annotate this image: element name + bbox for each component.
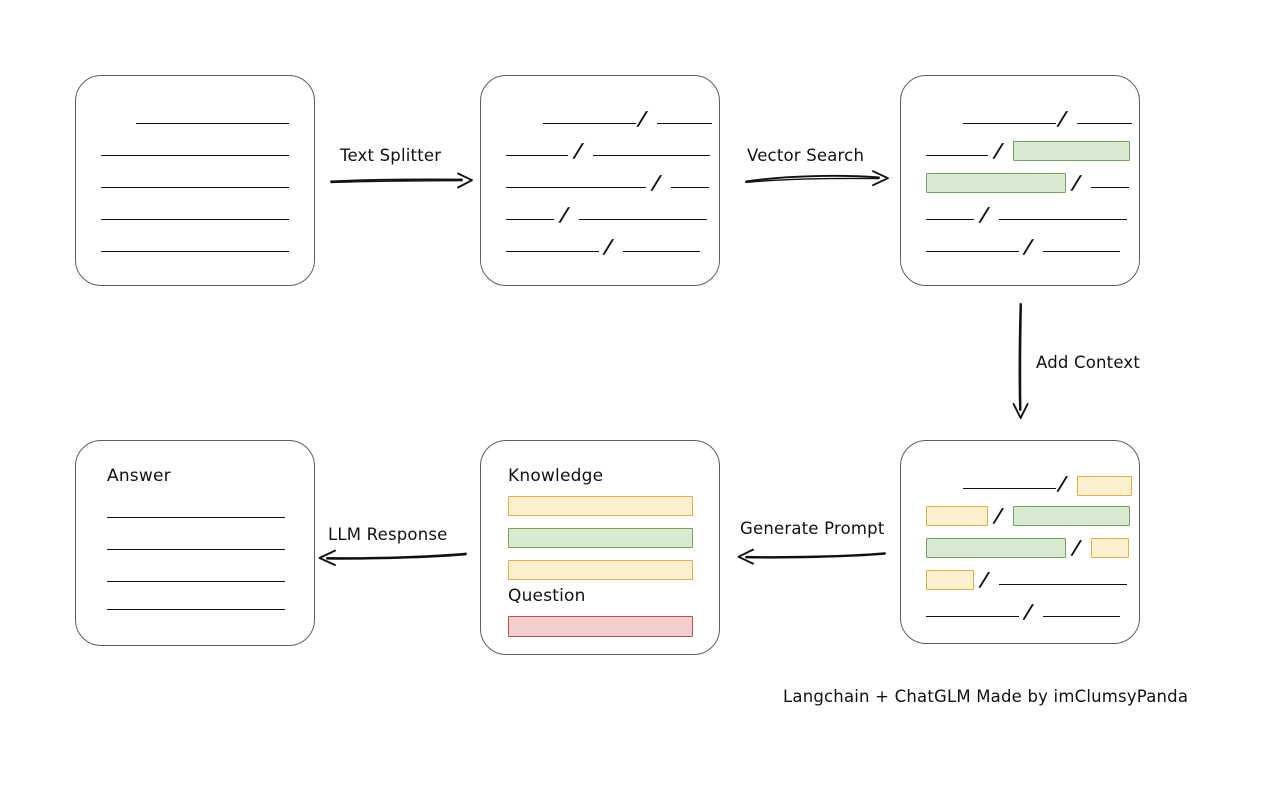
text-line	[101, 155, 289, 156]
knowledge-chip	[508, 528, 693, 548]
arrow-add-context	[1012, 303, 1029, 419]
text-line	[506, 219, 554, 220]
text-line	[999, 219, 1127, 220]
text-line	[101, 251, 289, 252]
question-label: Question	[508, 586, 586, 606]
node-source-document[interactable]	[75, 75, 315, 286]
text-line	[963, 123, 1056, 124]
chunk-separator: /	[993, 505, 1004, 527]
text-line	[136, 123, 289, 124]
retrieved-chunk-highlight	[1013, 506, 1130, 526]
knowledge-chip	[508, 560, 693, 580]
text-line	[107, 517, 285, 518]
text-line	[671, 187, 709, 188]
text-line	[101, 187, 289, 188]
node-generated-prompt[interactable]: Knowledge Question	[480, 440, 720, 655]
text-line	[999, 584, 1127, 585]
node-vector-matches[interactable]: / / / / /	[900, 75, 1140, 286]
chunk-separator: /	[559, 204, 570, 226]
answer-label: Answer	[107, 466, 171, 486]
chunk-separator: /	[1057, 473, 1068, 495]
arrow-generate-prompt	[737, 548, 886, 565]
retrieved-chunk-highlight	[1013, 141, 1130, 161]
text-line	[1091, 187, 1129, 188]
context-chunk-highlight	[1077, 476, 1132, 496]
text-line	[926, 155, 988, 156]
text-line	[506, 187, 646, 188]
arrow-text-splitter	[330, 172, 473, 189]
text-line	[543, 123, 636, 124]
text-line	[623, 251, 700, 252]
context-chunk-highlight	[1091, 538, 1129, 558]
retrieved-chunk-highlight	[926, 538, 1066, 558]
text-line	[579, 219, 707, 220]
chunk-separator: /	[603, 236, 614, 258]
edge-label-generate-prompt: Generate Prompt	[740, 519, 885, 538]
edge-label-add-context: Add Context	[1036, 353, 1141, 372]
text-line	[657, 123, 712, 124]
arrow-llm-response	[318, 549, 467, 566]
text-line	[926, 251, 1019, 252]
chunk-separator: /	[1023, 601, 1034, 623]
text-line	[107, 581, 285, 582]
chunk-separator: /	[1071, 537, 1082, 559]
arrow-vector-search	[745, 170, 889, 187]
edge-label-vector-search: Vector Search	[747, 146, 865, 165]
chunk-separator: /	[637, 108, 648, 130]
chunk-separator: /	[651, 172, 662, 194]
context-chunk-highlight	[926, 570, 974, 590]
node-split-chunks[interactable]: / / / / /	[480, 75, 720, 286]
edge-label-llm-response: LLM Response	[328, 525, 448, 544]
text-line	[506, 251, 599, 252]
chunk-separator: /	[1071, 172, 1082, 194]
context-chunk-highlight	[926, 506, 988, 526]
knowledge-label: Knowledge	[508, 466, 604, 486]
knowledge-chip	[508, 496, 693, 516]
text-line	[963, 488, 1056, 489]
text-line	[107, 609, 285, 610]
text-line	[1077, 123, 1132, 124]
chunk-separator: /	[573, 140, 584, 162]
text-line	[107, 549, 285, 550]
chunk-separator: /	[1057, 108, 1068, 130]
text-line	[1043, 616, 1120, 617]
text-line	[101, 219, 289, 220]
footer-credit: Langchain + ChatGLM Made by imClumsyPand…	[783, 687, 1189, 706]
node-context-added[interactable]: / / / / /	[900, 440, 1140, 644]
edge-label-text-splitter: Text Splitter	[340, 146, 442, 165]
chunk-separator: /	[979, 569, 990, 591]
retrieved-chunk-highlight	[926, 173, 1066, 193]
question-chip	[508, 616, 693, 637]
text-line	[1043, 251, 1120, 252]
node-answer[interactable]: Answer	[75, 440, 315, 646]
text-line	[506, 155, 568, 156]
text-line	[926, 219, 974, 220]
text-line	[593, 155, 710, 156]
text-line	[926, 616, 1019, 617]
chunk-separator: /	[979, 204, 990, 226]
chunk-separator: /	[993, 140, 1004, 162]
chunk-separator: /	[1023, 236, 1034, 258]
